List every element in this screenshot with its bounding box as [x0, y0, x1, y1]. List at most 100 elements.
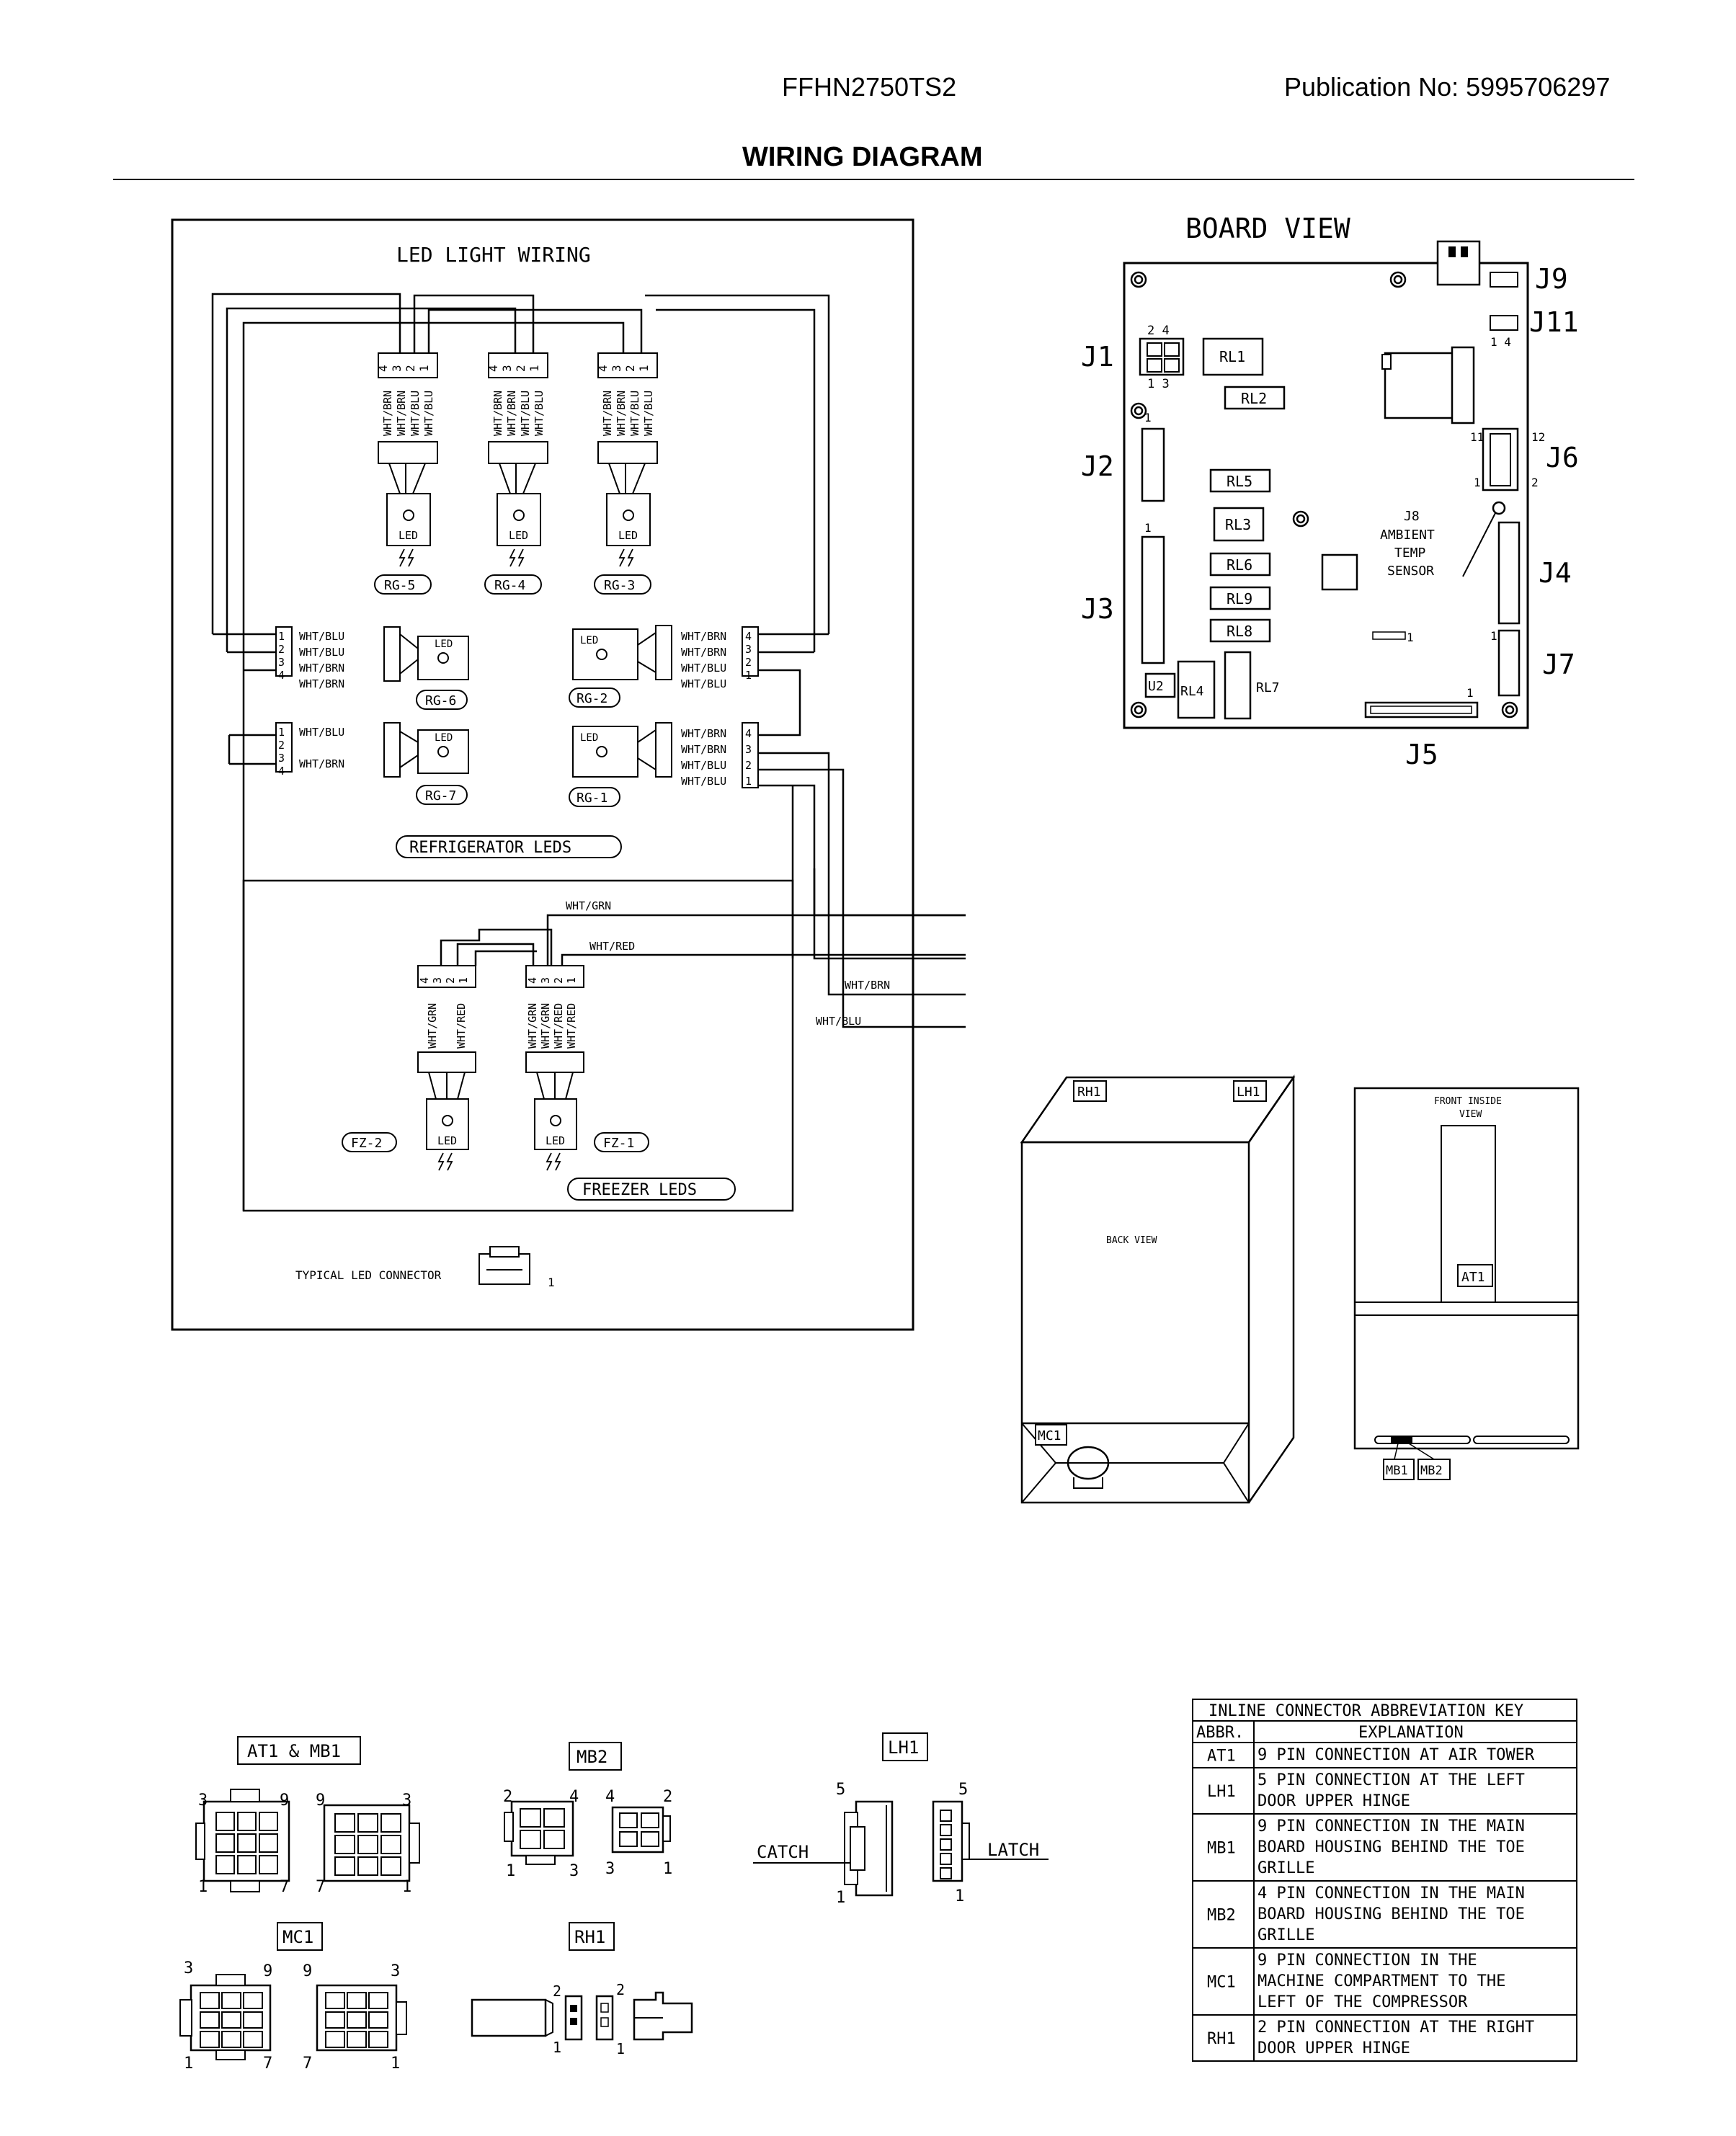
pin-number: 1: [637, 365, 651, 372]
svg-text:1: 1: [1466, 686, 1474, 700]
row-abbr: MC1: [1207, 1974, 1236, 1992]
svg-text:2: 2: [663, 1788, 672, 1806]
svg-text:WHT/BLU: WHT/BLU: [299, 630, 344, 643]
row-abbr: MB2: [1207, 1907, 1236, 1925]
row-explanation: 4 PIN CONNECTION IN THE MAIN: [1258, 1884, 1525, 1903]
svg-text:WHT/BLU: WHT/BLU: [681, 677, 726, 690]
svg-text:2 4: 2 4: [1147, 324, 1170, 338]
pin-number: 4: [376, 365, 390, 372]
wire-color-label: WHT/RED: [552, 1003, 565, 1049]
svg-text:7: 7: [263, 2055, 272, 2073]
svg-text:2: 2: [278, 643, 285, 656]
led-group-label: RG-3: [604, 578, 635, 593]
svg-text:WHT/BRN: WHT/BRN: [299, 677, 344, 690]
svg-text:J7: J7: [1542, 649, 1575, 680]
svg-text:RL3: RL3: [1225, 516, 1251, 533]
svg-text:1: 1: [663, 1860, 672, 1878]
rg6-group: 1 2 3 4 WHT/BLU WHT/BLU WHT/BRN WHT/BRN …: [275, 626, 469, 710]
row-explanation: LEFT OF THE COMPRESSOR: [1258, 1993, 1468, 2011]
row-abbr: AT1: [1207, 1748, 1236, 1766]
led-group-label: FZ-1: [603, 1136, 634, 1151]
row-explanation: DOOR UPPER HINGE: [1258, 2039, 1410, 2057]
svg-text:AT1 & MB1: AT1 & MB1: [247, 1741, 341, 1761]
svg-text:RL4: RL4: [1180, 684, 1204, 699]
svg-text:RL9: RL9: [1227, 590, 1252, 608]
pin-number: 3: [431, 977, 444, 984]
key-table-title: INLINE CONNECTOR ABBREVIATION KEY: [1208, 1702, 1523, 1720]
svg-text:4: 4: [745, 727, 752, 740]
svg-text:3: 3: [745, 743, 752, 756]
wire-color-label: WHT/BLU: [533, 391, 546, 436]
wire-color-label: WHT/BLU: [422, 391, 435, 436]
wire-color-label: WHT/BRN: [615, 391, 628, 436]
svg-text:WHT/BRN: WHT/BRN: [681, 727, 726, 740]
svg-text:2: 2: [553, 1983, 561, 2000]
svg-text:9: 9: [316, 1792, 325, 1810]
svg-text:2: 2: [503, 1788, 512, 1806]
svg-text:MC1: MC1: [282, 1927, 313, 1947]
svg-text:J5: J5: [1405, 739, 1438, 770]
led-lens: [623, 509, 634, 521]
table-row: MC1 9 PIN CONNECTION IN THE MACHINE COMPAR…: [1192, 1947, 1577, 2016]
svg-text:1: 1: [745, 669, 752, 682]
svg-text:1: 1: [548, 1276, 555, 1289]
svg-text:3: 3: [402, 1792, 411, 1810]
wire-color-label: WHT/BLU: [642, 391, 655, 436]
svg-text:LATCH: LATCH: [987, 1840, 1039, 1860]
row-explanation: 9 PIN CONNECTION IN THE: [1258, 1952, 1477, 1970]
wire-color-label: WHT/BLU: [519, 391, 532, 436]
light-rays-icon: [437, 1152, 453, 1171]
row-abbr: RH1: [1207, 2030, 1236, 2048]
svg-text:4: 4: [278, 765, 285, 778]
light-rays-icon: [509, 548, 525, 567]
pin-number: 2: [444, 977, 457, 984]
pin-number: 3: [539, 977, 552, 984]
wire-label-wht-blu: WHT/BLU: [816, 1015, 861, 1028]
board-view-title: BOARD VIEW: [1185, 213, 1350, 244]
row-explanation: 2 PIN CONNECTION AT THE RIGHT: [1258, 2019, 1534, 2037]
table-row: MB2 4 PIN CONNECTION IN THE MAIN BOARD HOU…: [1192, 1880, 1577, 1949]
svg-text:2: 2: [1531, 476, 1539, 489]
svg-text:3: 3: [605, 1860, 615, 1878]
led-lens: [550, 1115, 561, 1126]
svg-text:2: 2: [745, 759, 752, 772]
svg-text:BACK VIEW: BACK VIEW: [1106, 1235, 1157, 1246]
led-group-label: RG-4: [494, 578, 525, 593]
pin-number: 1: [565, 977, 578, 984]
svg-text:9: 9: [303, 1962, 312, 1980]
at1-mb1-connectors: 3 9 1 7 9 3 7 1: [195, 1789, 420, 1896]
mb2-connectors: 2 4 1 3 4 2 3 1: [503, 1788, 672, 1880]
publication-number: Publication No: 5995706297: [1284, 72, 1610, 102]
svg-text:2: 2: [278, 739, 285, 752]
pin-number: 4: [418, 977, 431, 984]
svg-text:WHT/BLU: WHT/BLU: [681, 759, 726, 772]
pin-number: 2: [514, 365, 528, 372]
svg-text:3: 3: [745, 643, 752, 656]
svg-text:1: 1: [1407, 631, 1414, 644]
pin-number: 3: [390, 365, 404, 372]
svg-text:4: 4: [605, 1788, 615, 1806]
svg-text:LH1: LH1: [1237, 1085, 1260, 1100]
svg-text:5: 5: [958, 1781, 968, 1799]
svg-text:RL2: RL2: [1241, 390, 1267, 407]
model-number: FFHN2750TS2: [782, 72, 956, 102]
svg-text:AT1: AT1: [1461, 1270, 1485, 1285]
svg-text:LED: LED: [399, 529, 418, 542]
svg-text:1: 1: [184, 2055, 193, 2073]
svg-text:MB2: MB2: [1420, 1464, 1443, 1478]
led-lens: [403, 509, 414, 521]
svg-text:1: 1: [278, 630, 285, 643]
row-explanation: BOARD HOUSING BEHIND THE TOE: [1258, 1905, 1525, 1923]
row-abbr: LH1: [1207, 1783, 1236, 1801]
svg-text:MC1: MC1: [1038, 1428, 1061, 1443]
row-explanation: MACHINE COMPARTMENT TO THE: [1258, 1972, 1505, 1990]
svg-text:RL7: RL7: [1256, 680, 1280, 695]
wire-color-label: WHT/BRN: [601, 391, 614, 436]
svg-text:WHT/BRN: WHT/BRN: [681, 630, 726, 643]
led-group-label: FZ-2: [351, 1136, 382, 1151]
wire-label-wht-brn: WHT/BRN: [845, 979, 890, 992]
